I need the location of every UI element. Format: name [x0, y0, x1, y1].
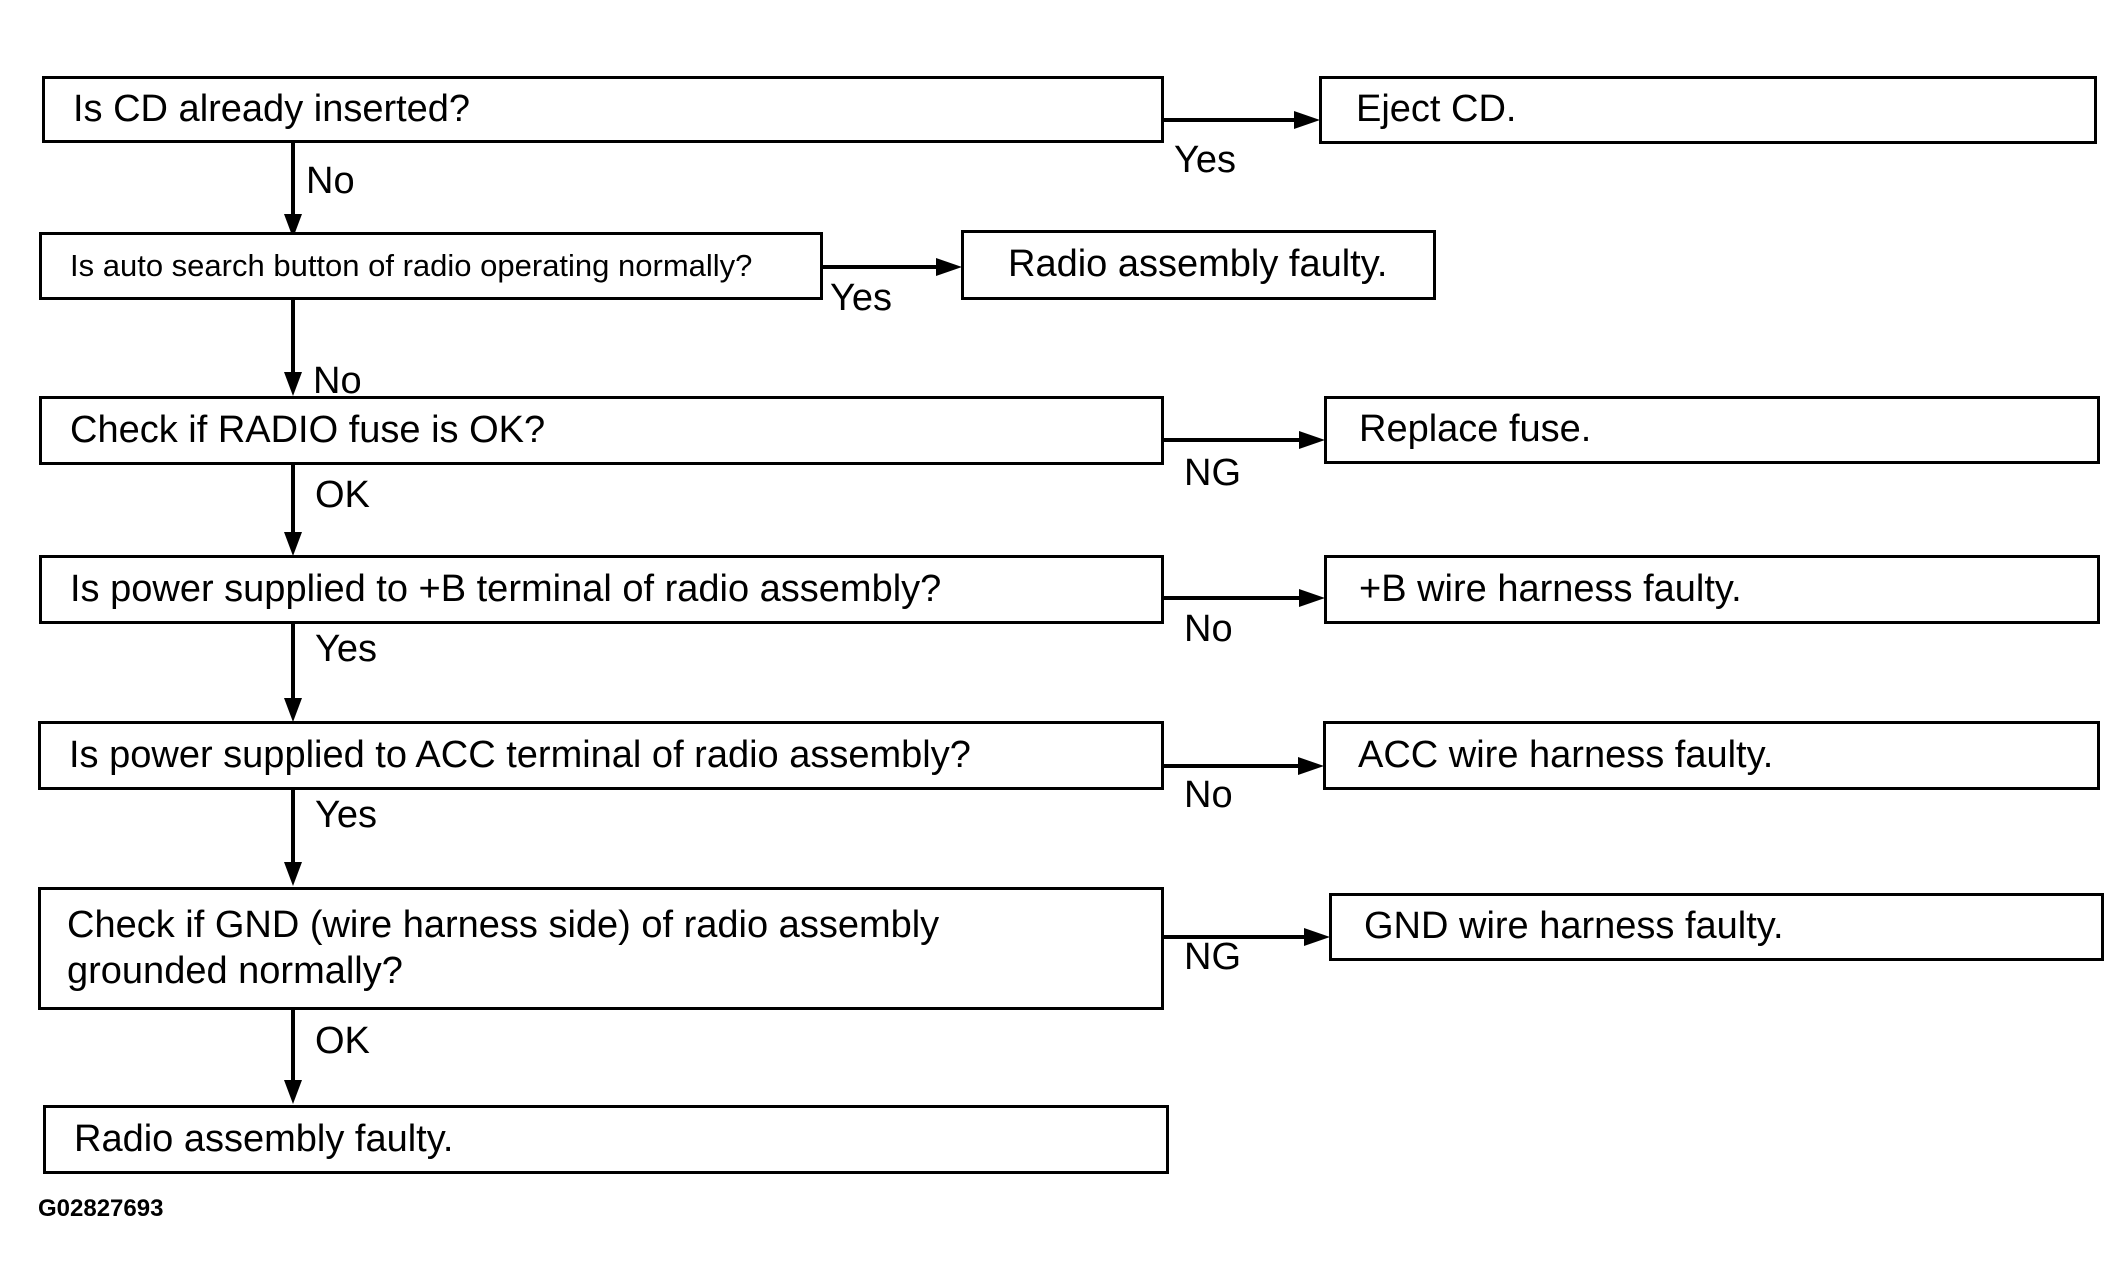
arrowhead — [1299, 431, 1325, 449]
result-radio-faulty: Radio assembly faulty. — [961, 230, 1436, 300]
result-eject-cd: Eject CD. — [1319, 76, 2097, 144]
arrowhead — [1304, 928, 1330, 946]
step-text: Is CD already inserted? — [73, 87, 471, 130]
edge-label-fuse-ok: OK — [315, 474, 370, 516]
edge-label-cd-yes: Yes — [1174, 139, 1236, 181]
arrowhead — [284, 1080, 302, 1104]
edge-label-acc-yes: Yes — [315, 794, 377, 836]
result-gnd-wire-faulty: GND wire harness faulty. — [1329, 893, 2104, 961]
arrowhead — [284, 862, 302, 886]
figure-id: G02827693 — [38, 1195, 164, 1222]
edge-label-b-yes: Yes — [315, 628, 377, 670]
edge-label-cd-no: No — [306, 160, 355, 202]
step-text: Check if RADIO fuse is OK? — [70, 408, 546, 451]
result-text: Eject CD. — [1356, 88, 1517, 131]
step-text-line-1: Check if GND (wire harness side) of radi… — [67, 903, 940, 946]
result-text: ACC wire harness faulty. — [1358, 733, 1774, 776]
result-replace-fuse: Replace fuse. — [1324, 396, 2100, 464]
arrowhead — [936, 258, 962, 276]
step-text: Is power supplied to +B terminal of radi… — [70, 567, 942, 610]
result-text: GND wire harness faulty. — [1364, 905, 1784, 948]
result-acc-wire-faulty: ACC wire harness faulty. — [1323, 721, 2100, 790]
edge-label-gnd-ok: OK — [315, 1020, 370, 1062]
result-text: +B wire harness faulty. — [1359, 567, 1742, 610]
edge-label-gnd-ng: NG — [1184, 936, 1241, 978]
edge-label-auto-yes: Yes — [830, 277, 892, 319]
arrowhead — [1298, 757, 1324, 775]
arrowhead — [284, 698, 302, 722]
arrowhead — [284, 372, 302, 396]
arrowhead — [1294, 111, 1320, 129]
step-b-power: Is power supplied to +B terminal of radi… — [39, 555, 1164, 624]
step-radio-fuse: Check if RADIO fuse is OK? — [39, 396, 1164, 465]
arrowhead — [284, 532, 302, 556]
result-text: Replace fuse. — [1359, 408, 1592, 451]
result-text: Radio assembly faulty. — [74, 1117, 454, 1160]
edge-label-acc-no: No — [1184, 774, 1233, 816]
edge-label-b-no: No — [1184, 608, 1233, 650]
step-acc-power: Is power supplied to ACC terminal of rad… — [38, 721, 1164, 790]
edge-label-fuse-ng: NG — [1184, 452, 1241, 494]
step-text: Is auto search button of radio operating… — [70, 248, 753, 284]
result-radio-faulty-final: Radio assembly faulty. — [43, 1105, 1169, 1174]
arrowhead — [1299, 589, 1325, 607]
edge-label-auto-no: No — [313, 360, 362, 402]
step-text-line-2: grounded normally? — [67, 949, 403, 992]
result-text: Radio assembly faulty. — [1008, 243, 1388, 286]
step-text: Is power supplied to ACC terminal of rad… — [69, 733, 971, 776]
step-gnd-check: Check if GND (wire harness side) of radi… — [38, 887, 1164, 1010]
step-auto-search: Is auto search button of radio operating… — [39, 232, 823, 300]
step-cd-inserted: Is CD already inserted? — [42, 76, 1164, 143]
result-b-wire-faulty: +B wire harness faulty. — [1324, 555, 2100, 624]
arrowhead — [284, 214, 302, 238]
